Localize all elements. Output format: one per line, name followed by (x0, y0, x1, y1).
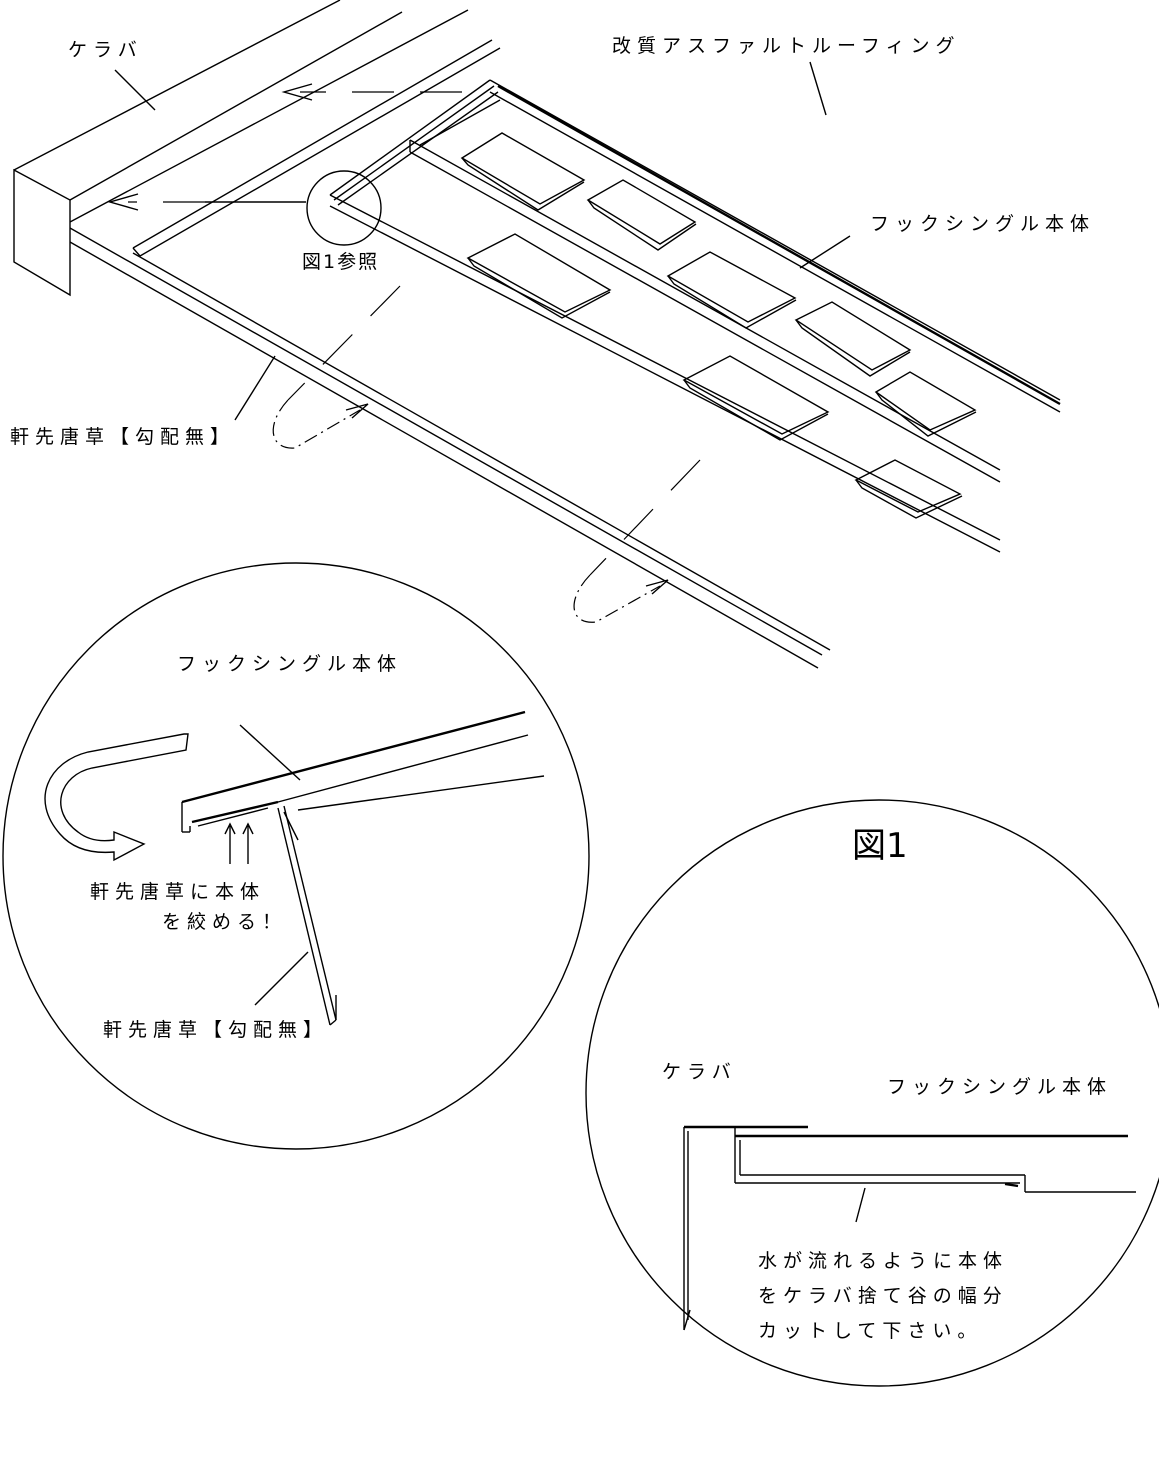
see-fig1-label: 図1参照 (302, 251, 379, 273)
eaves-edge (69, 227, 831, 669)
shingle-body-fig1-section (734, 1127, 1136, 1193)
shingle-tabs (460, 132, 977, 519)
shingle-body-section (181, 710, 545, 841)
push-up-arrows (224, 822, 254, 864)
note-line1: 水が流れるように本体 (758, 1250, 1008, 1272)
detail-reference-circle (306, 170, 382, 246)
shingle-body-label-detail: フックシングル本体 (177, 653, 402, 675)
top-leaders (114, 61, 851, 421)
shingle-body-label-top: フックシングル本体 (870, 213, 1095, 235)
eaves-flashing-section (277, 805, 337, 1026)
keraba-label-top: ケラバ (68, 39, 143, 61)
eaves-label-top: 軒先唐草【勾配無】 (10, 426, 235, 448)
eaves-label-detail: 軒先唐草【勾配無】 (103, 1019, 328, 1041)
roofing-label: 改質アスファルトルーフィング (612, 35, 960, 57)
note-line2: をケラバ捨て谷の幅分 (758, 1285, 1008, 1307)
isometric-roof-view: ケラバ 改質アスファルトルーフィング フックシングル本体 図1参照 軒先唐草【勾… (10, 0, 1095, 669)
keraba-label-fig1: ケラバ (662, 1061, 737, 1083)
bend-arrow-icon (44, 733, 189, 862)
shingle-strips (329, 79, 1061, 553)
eaves-detail-circle (2, 562, 590, 1150)
note-line3: カットして下さい。 (758, 1320, 982, 1342)
crimp-instruction-line1: 軒先唐草に本体 (90, 881, 265, 903)
keraba-flashing-section (683, 1125, 808, 1331)
fig1-detail: 図1 ケラバ フックシングル本体 水が流れるように本体 をケラバ捨て谷の幅分 カ… (585, 799, 1159, 1387)
fig1-title: 図1 (852, 826, 908, 866)
keraba-block (13, 0, 469, 297)
fig1-circle (585, 799, 1159, 1387)
keraba-rail (132, 39, 501, 257)
shingle-body-label-fig1: フックシングル本体 (887, 1076, 1112, 1098)
slide-arrows (107, 83, 701, 623)
crimp-instruction-line2: を絞める！ (162, 911, 287, 933)
eaves-detail: フックシングル本体 軒先唐草に本体 を絞める！ 軒先唐草【勾配無】 (2, 562, 590, 1150)
